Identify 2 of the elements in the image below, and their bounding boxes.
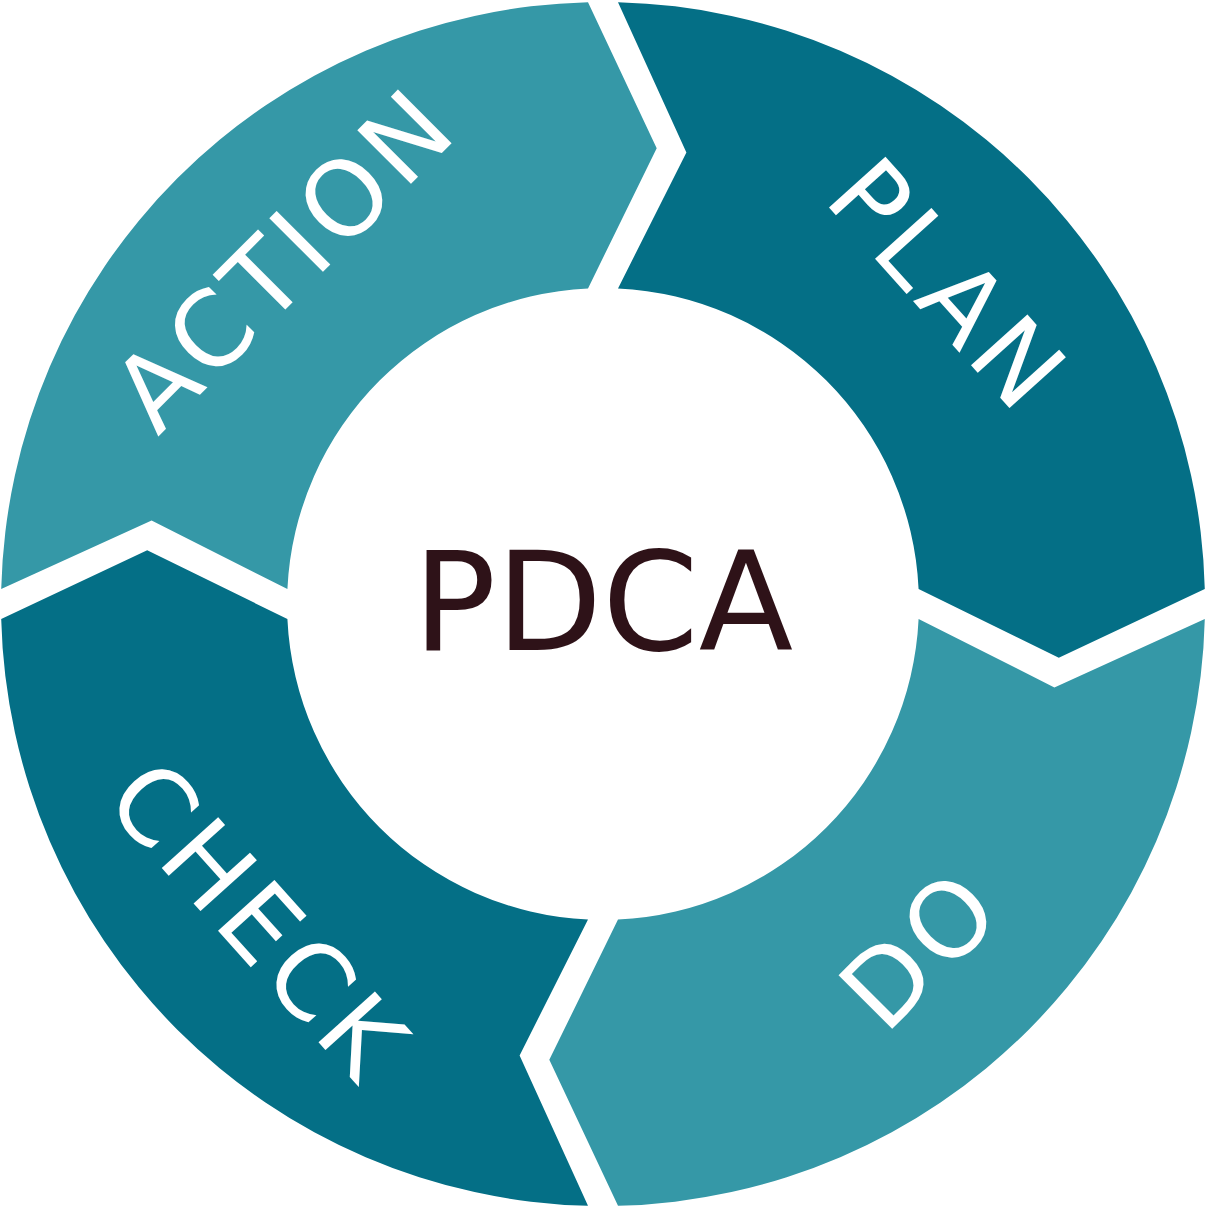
segment-label: DO: [822, 850, 1020, 1047]
center-label: PDCA: [411, 534, 795, 672]
